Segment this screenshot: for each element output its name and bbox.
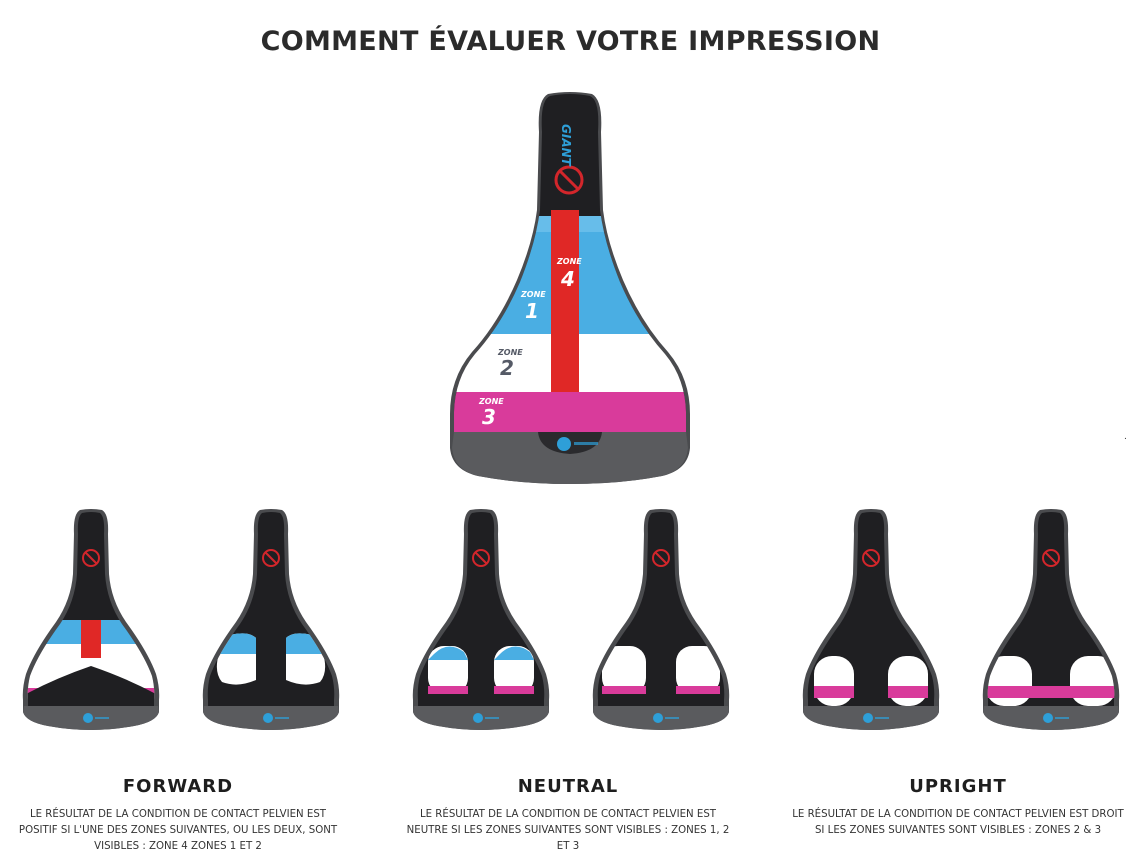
upright-description: LE RÉSULTAT DE LA CONDITION DE CONTACT P… (792, 809, 1124, 836)
zone2-mark (676, 646, 720, 694)
upright-saddle-b (982, 509, 1120, 730)
page-title: COMMENT ÉVALUER VOTRE IMPRESSION (260, 26, 881, 57)
zone1-mark (428, 646, 468, 660)
zone3-mark (888, 686, 928, 698)
upright-saddle-a (802, 509, 940, 730)
forward-column: FORWARD LE RÉSULTAT DE LA CONDITION DE C… (0, 776, 358, 855)
brand-logo-icon (653, 713, 663, 723)
hero-no-symbol-icon (554, 165, 584, 195)
zone4-mark (81, 620, 101, 658)
hero-zone4-strip (551, 210, 579, 392)
zone4-label: ZONE (556, 257, 582, 266)
hero-brand-logo-icon (557, 437, 571, 451)
neutral-saddle-a (412, 509, 550, 730)
visible-zones (428, 646, 534, 694)
zone1-mark (494, 646, 534, 660)
zone3-mark (428, 686, 468, 694)
zone4-number: 4 (560, 267, 575, 291)
visible-zones (987, 656, 1115, 706)
brand-logo-icon (263, 713, 273, 723)
no-symbol-icon (1042, 549, 1060, 567)
stray-mark: . (1124, 432, 1127, 442)
zone3-mark (676, 686, 720, 694)
no-symbol-icon (862, 549, 880, 567)
visible-zones (27, 620, 155, 708)
upright-heading: UPRIGHT (909, 776, 1007, 797)
visible-zones (814, 656, 928, 706)
brand-logo-icon (1043, 713, 1053, 723)
visible-zones (602, 646, 720, 694)
zone1-label: ZONE (520, 290, 546, 299)
brand-logo-icon (473, 713, 483, 723)
zone3-mark (602, 686, 646, 694)
forward-saddle-b (202, 509, 340, 730)
hero-saddle-diagram: GIANT ZONE 4 ZONE 1 ZONE 2 ZONE 3 (450, 92, 690, 484)
neutral-description: LE RÉSULTAT DE LA CONDITION DE CONTACT P… (406, 809, 730, 852)
brand-logo-icon (83, 713, 93, 723)
brand-logo-icon (863, 713, 873, 723)
zone2-label: ZONE (497, 348, 523, 357)
forward-description: LE RÉSULTAT DE LA CONDITION DE CONTACT P… (18, 809, 338, 852)
forward-heading: FORWARD (122, 776, 234, 797)
neutral-saddle-b (592, 509, 730, 730)
forward-saddle-a (22, 509, 160, 730)
zone3-number: 3 (482, 405, 496, 429)
no-symbol-icon (82, 549, 100, 567)
zone3-mark (814, 686, 854, 698)
no-symbol-icon (472, 549, 490, 567)
zone3-label: ZONE (478, 397, 504, 406)
zone3-mark (494, 686, 534, 694)
hero-brand-logo: GIANT (559, 124, 573, 167)
zone2-mark (602, 646, 646, 694)
neutral-heading: NEUTRAL (517, 776, 619, 797)
neutral-column: NEUTRAL LE RÉSULTAT DE LA CONDITION DE C… (388, 776, 748, 855)
no-symbol-icon (652, 549, 670, 567)
zone2-mark (888, 656, 928, 706)
zone2-number: 2 (500, 356, 514, 380)
no-symbol-icon (262, 549, 280, 567)
upright-column: UPRIGHT LE RÉSULTAT DE LA CONDITION DE C… (778, 776, 1138, 839)
zone2-mark (814, 656, 854, 706)
hero-saddle-tail (452, 432, 688, 484)
zone1-number: 1 (525, 299, 539, 323)
